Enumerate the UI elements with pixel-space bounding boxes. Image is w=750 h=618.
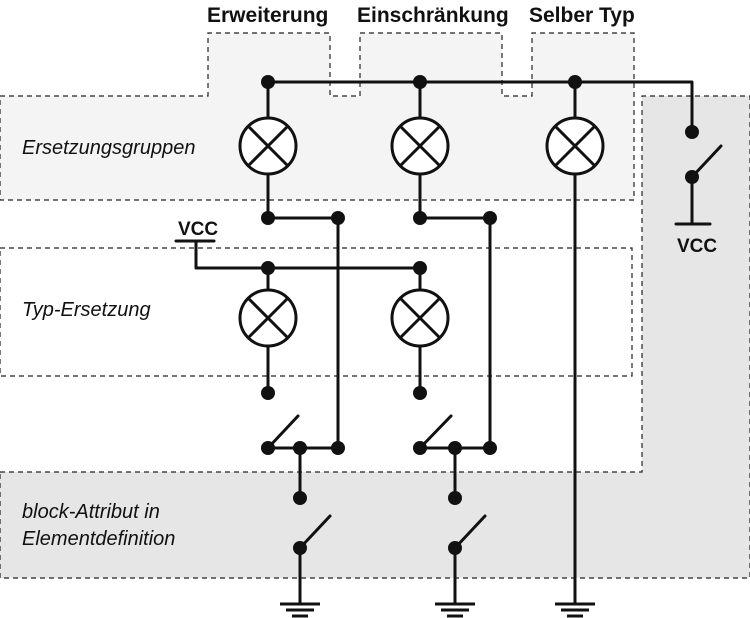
node xyxy=(448,441,462,455)
header-einschraenkung: Einschränkung xyxy=(357,4,509,27)
ground-symbols xyxy=(280,602,595,618)
ground-icon xyxy=(280,602,320,618)
switch-mid-left xyxy=(266,414,300,450)
zone-label-block-attribut-line2: Elementdefinition xyxy=(22,528,175,550)
lamp-icon xyxy=(238,116,298,176)
zone-label-block-attribut-line1: block-Attribut in xyxy=(22,501,160,523)
node xyxy=(293,541,307,555)
node xyxy=(413,441,427,455)
top-bus-wire xyxy=(266,80,694,134)
vcc-label-left: VCC xyxy=(178,219,218,240)
node xyxy=(331,441,345,455)
node xyxy=(413,75,427,89)
node xyxy=(331,211,345,225)
region-ersetzungsgruppen xyxy=(0,32,635,201)
switch-topright xyxy=(690,144,723,179)
lamp-icon xyxy=(238,288,298,348)
node xyxy=(413,261,427,275)
labels: Erweiterung Einschränkung Selber Typ Ers… xyxy=(22,4,717,550)
node xyxy=(448,541,462,555)
switch-mid-right xyxy=(418,414,453,450)
switch-bottom-left xyxy=(298,514,332,550)
node xyxy=(261,75,275,89)
node xyxy=(261,386,275,400)
header-selber-typ: Selber Typ xyxy=(529,4,635,27)
node xyxy=(293,491,307,505)
zone-label-typ-ersetzung: Typ-Ersetzung xyxy=(22,299,151,321)
node xyxy=(685,125,699,139)
vcc-label-right: VCC xyxy=(677,236,717,257)
lamp-icon xyxy=(545,116,605,176)
node xyxy=(293,441,307,455)
node xyxy=(685,170,699,184)
node xyxy=(483,211,497,225)
node xyxy=(413,211,427,225)
regions xyxy=(0,32,750,579)
header-erweiterung: Erweiterung xyxy=(207,4,328,27)
node xyxy=(261,211,275,225)
switch-bottom-right xyxy=(453,514,487,550)
node xyxy=(448,491,462,505)
wire-vcc-left xyxy=(194,239,422,270)
node xyxy=(261,261,275,275)
ground-icon xyxy=(435,602,475,618)
node xyxy=(261,441,275,455)
node xyxy=(413,386,427,400)
ground-icon xyxy=(555,602,595,618)
node xyxy=(483,441,497,455)
lamp-icon xyxy=(390,116,450,176)
switches xyxy=(266,144,723,550)
junction-nodes xyxy=(261,75,699,555)
node xyxy=(568,75,582,89)
zone-label-ersetzungsgruppen: Ersetzungsgruppen xyxy=(22,137,195,159)
lamps xyxy=(238,116,605,348)
lamp-icon xyxy=(390,288,450,348)
region-block-attribut xyxy=(0,95,750,579)
